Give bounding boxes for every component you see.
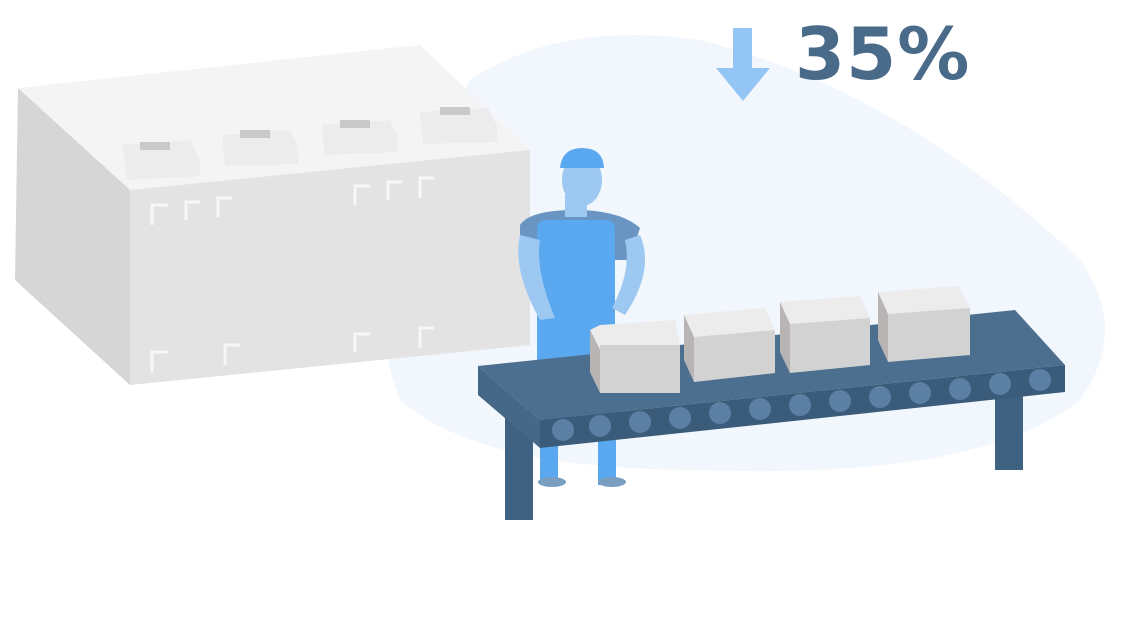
- conveyor-boxes: [590, 286, 970, 393]
- down-arrow-icon: [716, 28, 770, 101]
- reduction-percentage: 35%: [795, 12, 971, 96]
- warehouse-block: [15, 45, 530, 385]
